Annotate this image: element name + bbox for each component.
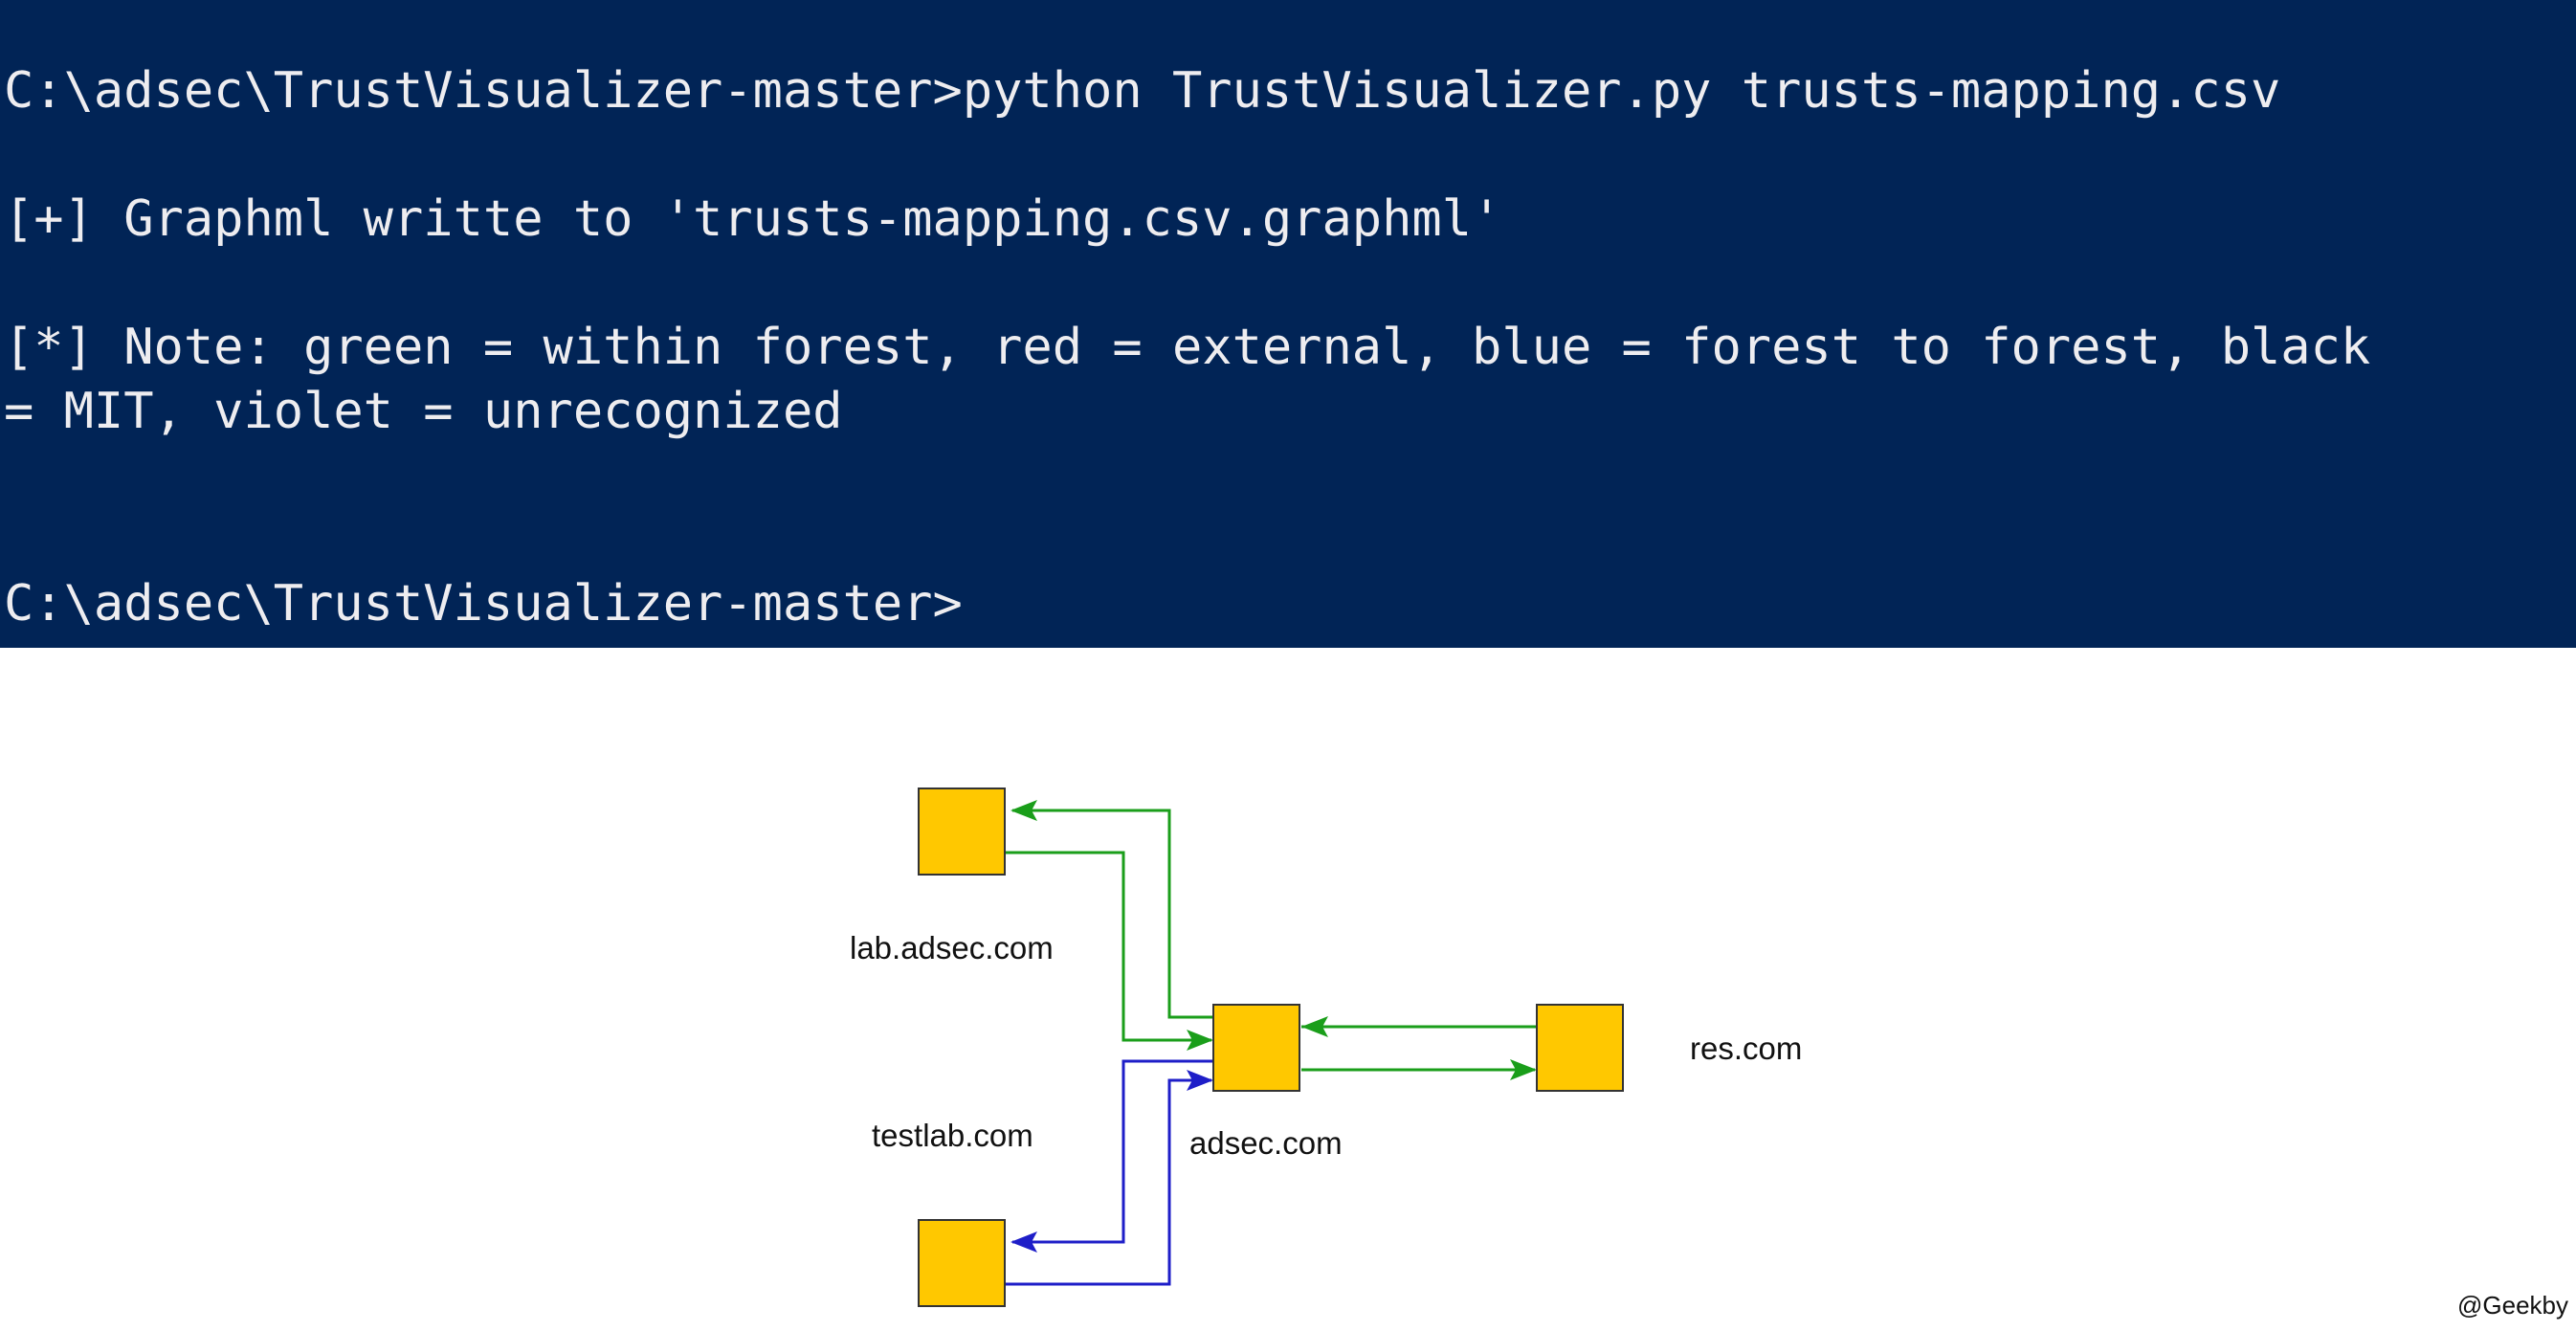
edge-adsec-to-lab — [1012, 809, 1213, 1019]
arrowhead-adsec-to-res — [1510, 1059, 1537, 1080]
arrowhead-testlab-to-adsec — [1187, 1070, 1213, 1091]
label-lab-adsec-com: lab.adsec.com — [850, 930, 1054, 965]
arrowhead-res-to-adsec — [1301, 1016, 1328, 1037]
prompt-line[interactable]: C:\adsec\TrustVisualizer-master> — [4, 575, 963, 632]
node-testlab-com[interactable] — [918, 1219, 1006, 1307]
watermark: @Geekby — [2457, 1291, 2568, 1320]
graphml-output-line: [+] Graphml writte to 'trusts-mapping.cs… — [4, 190, 1502, 248]
note-line-1: [*] Note: green = within forest, red = e… — [4, 319, 2371, 376]
trust-graph-canvas — [918, 788, 1624, 1307]
edge-lab-to-adsec — [1005, 851, 1211, 1042]
node-res-com[interactable] — [1536, 1004, 1624, 1092]
label-res-com: res.com — [1690, 1031, 1803, 1066]
node-adsec-com[interactable] — [1212, 1004, 1300, 1092]
label-adsec-com: adsec.com — [1189, 1125, 1343, 1161]
node-lab-adsec-com[interactable] — [918, 788, 1006, 876]
arrowhead-adsec-to-testlab — [1010, 1231, 1037, 1253]
note-line-2: = MIT, violet = unrecognized — [4, 383, 843, 440]
edge-testlab-to-adsec — [1005, 1078, 1211, 1286]
arrowhead-lab-to-adsec — [1187, 1030, 1213, 1051]
trust-graph: lab.adsec.com adsec.com res.com testlab.… — [0, 648, 2576, 1326]
label-testlab-com: testlab.com — [872, 1118, 1033, 1153]
arrowhead-adsec-to-lab — [1010, 800, 1037, 821]
edge-adsec-to-testlab — [1012, 1059, 1213, 1244]
command-line: C:\adsec\TrustVisualizer-master>python T… — [4, 62, 2281, 120]
console-window: C:\adsec\TrustVisualizer-master>python T… — [0, 0, 2576, 648]
